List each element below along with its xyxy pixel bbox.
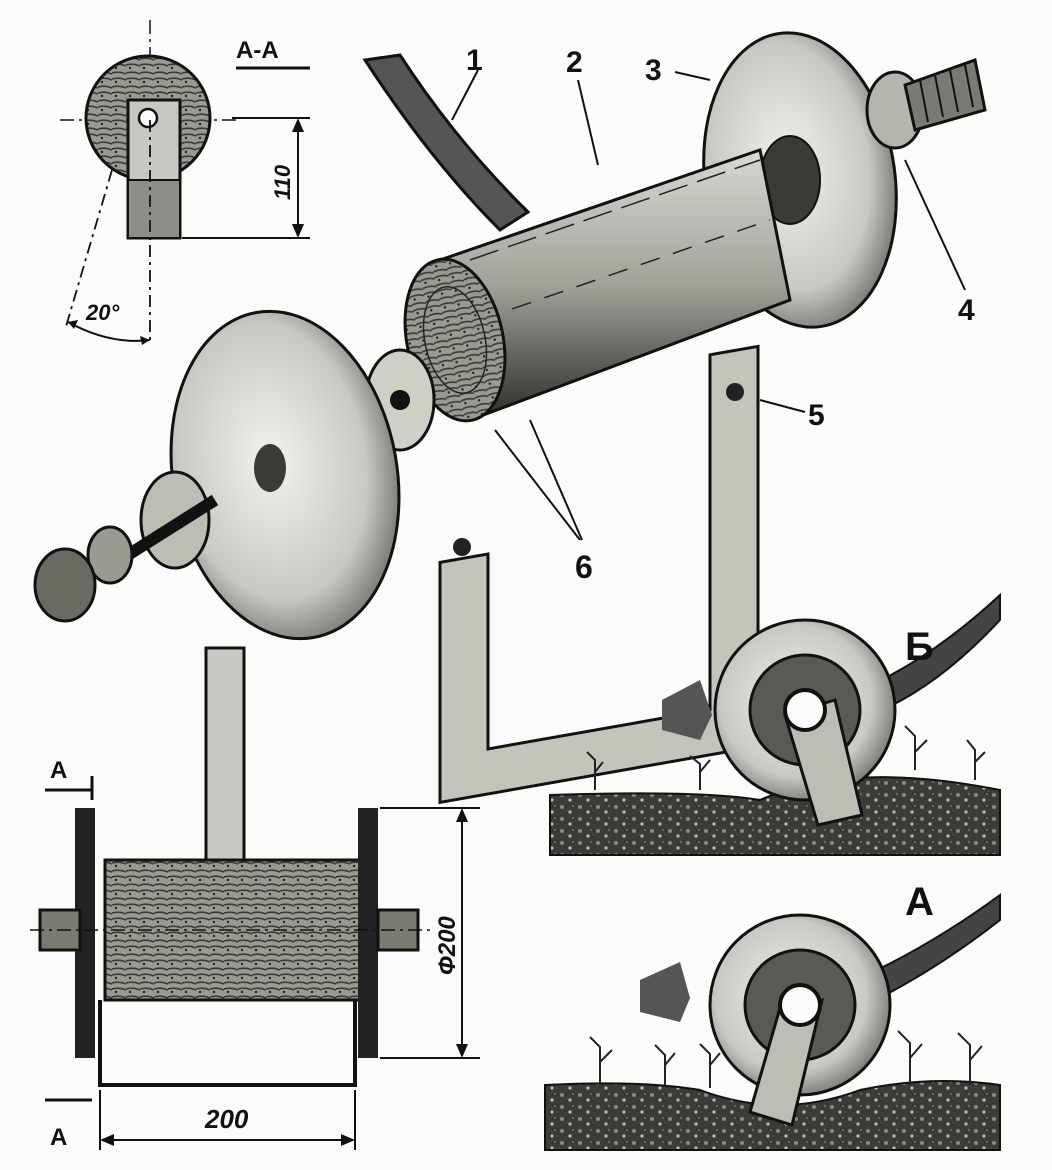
weed-7 [699,1043,721,1088]
usage-view-a: А [544,880,1001,1151]
left-bolt [116,494,219,566]
part-label-5: 5 [808,399,825,432]
front-right-disk [358,808,378,1058]
part-label-1: 1 [466,44,483,77]
weed-2 [689,755,711,790]
usage-view-b: Б [549,592,1001,856]
left-washer-hole [390,390,410,410]
handle-b [858,592,1001,717]
height-dim-arrows [292,118,304,238]
part-label-3: 3 [645,54,662,87]
bracket-hole-right [726,383,744,401]
leader-6b [529,419,583,541]
section-mark-top: А [50,757,67,784]
weed-6 [654,1044,676,1085]
leader-1 [451,69,479,121]
axle-a [778,983,822,1027]
axle-hole [137,107,159,129]
section-mark-bottom: А [50,1124,67,1151]
weed-sprouts [586,725,986,1088]
axle-b [783,688,827,732]
weed-9 [957,1032,983,1085]
leader-5 [759,399,806,413]
left-nut [86,525,134,585]
width-dimension: 200 [204,1104,249,1134]
drum-end-rings [422,286,488,394]
soil-b [549,776,1001,856]
weed-5 [589,1036,613,1085]
leader-6a [494,429,581,541]
drum-grain-1 [469,159,761,261]
bolt-threads [919,64,974,123]
view-label-b: Б [905,625,934,669]
part-label-2: 2 [566,46,583,79]
section-bracket-end [127,179,181,239]
handle-rod [362,53,531,232]
section-view-a-a: 20° 110 А-А [60,20,310,345]
angle-arrow-right [140,336,150,345]
section-title: А-А [236,37,279,64]
front-bracket [98,1000,357,1087]
left-end-nut [33,547,97,623]
angle-arrow-left [68,320,78,329]
leader-2 [577,79,599,166]
leader-3 [674,71,711,81]
bracket-hole-left [453,538,471,556]
part-label-4: 4 [958,294,975,327]
front-left-disk [75,808,95,1058]
weed-8 [897,1030,923,1085]
angle-dimension: 20° [85,300,119,325]
diameter-dimension: Ф200 [434,916,461,975]
leader-4 [904,159,966,291]
part-label-6: 6 [575,549,593,585]
height-dimension: 110 [270,164,295,200]
weed-4 [966,739,986,780]
direction-arrow-b [662,680,712,740]
front-view: Ф200 200 А А [30,646,480,1151]
left-disk-hole [254,444,286,492]
right-bolt [903,58,987,132]
direction-arrow-a [640,962,690,1022]
view-label-a: А [905,880,934,924]
weed-1 [586,751,604,790]
weed-3 [904,725,928,770]
exploded-view: 1 2 3 4 5 6 [33,31,987,805]
tilt-axis-line [64,169,113,331]
drum-grain-2 [479,219,771,321]
